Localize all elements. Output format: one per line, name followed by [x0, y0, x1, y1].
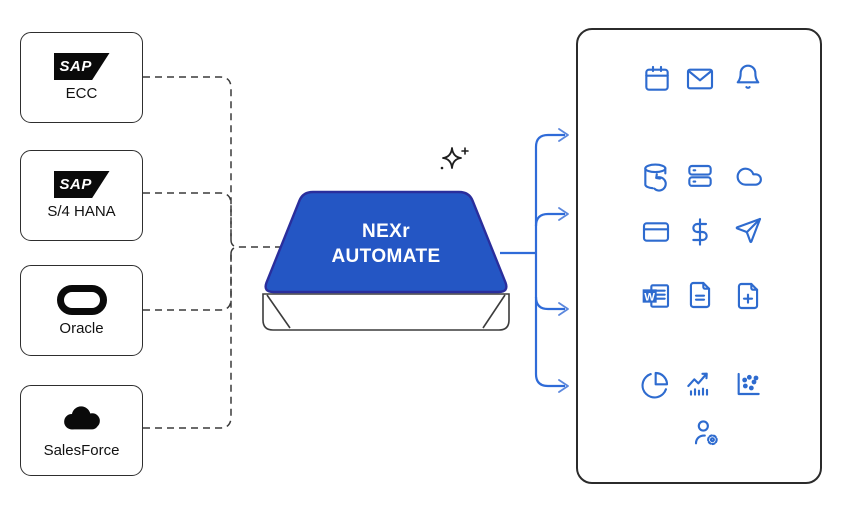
sap-logo: SAP [53, 171, 110, 198]
server-icon [684, 160, 716, 192]
svg-text:W: W [644, 291, 655, 303]
cloud-icon [733, 160, 765, 192]
file-text-icon [684, 279, 716, 311]
salesforce-cloud-logo [63, 405, 100, 429]
pie-chart-icon [639, 369, 671, 401]
trend-chart-icon [683, 368, 715, 400]
source-label: ECC [65, 85, 98, 102]
hub-label-line2: AUTOMATE [331, 246, 441, 267]
file-plus-icon [732, 280, 764, 312]
source-box-sap-s4hana: SAP S/4 HANA [20, 150, 143, 241]
source-label: Oracle [59, 319, 104, 337]
email-icon [684, 63, 716, 95]
send-icon [732, 215, 764, 247]
source-box-salesforce: SalesForce [20, 385, 143, 476]
sap-logo: SAP [53, 53, 110, 80]
dollar-icon [684, 216, 716, 248]
source-box-sap-ecc: SAP ECC [20, 32, 143, 123]
hub-label: NEXr AUTOMATE [301, 219, 471, 269]
sap-logo-text: SAP [59, 176, 92, 193]
notification-bell-icon [732, 61, 764, 93]
source-box-oracle: Oracle [20, 265, 143, 356]
hub-base-tray [262, 293, 510, 331]
credit-card-icon [640, 216, 672, 248]
calendar-icon [641, 63, 673, 95]
word-document-icon: W [640, 280, 672, 312]
oracle-logo [56, 284, 107, 315]
sap-logo-text: SAP [59, 58, 92, 75]
scatter-plot-icon [732, 368, 764, 400]
source-label: S/4 HANA [47, 203, 116, 220]
user-gear-icon [690, 416, 722, 448]
sparkle-icon [440, 147, 469, 170]
database-sync-icon [640, 161, 672, 193]
hub-label-line1: NEXr [361, 221, 411, 242]
source-label: SalesForce [43, 441, 120, 459]
